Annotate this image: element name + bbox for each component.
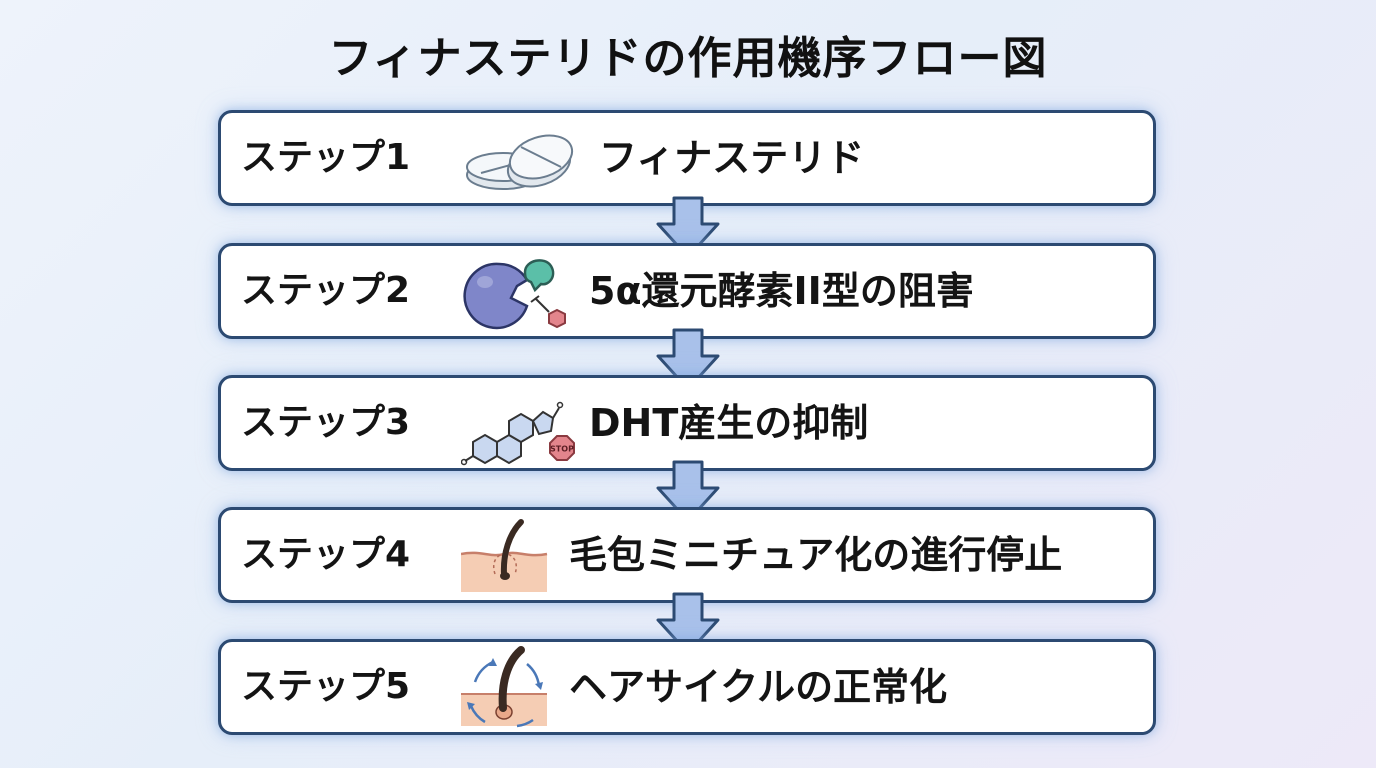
pill-icon xyxy=(466,134,574,190)
step-2-text: 5α還元酵素II型の阻害 xyxy=(589,269,974,313)
step-5-label: ステップ5 xyxy=(241,666,411,707)
step-2-box: ステップ2 5α還元酵素II型の阻害 xyxy=(218,243,1156,339)
step-1-text: フィナステリド xyxy=(599,136,865,180)
step-3-box: ステップ3 STOP DHT産生の抑制 xyxy=(218,375,1156,471)
step-4-label: ステップ4 xyxy=(241,534,411,575)
page-title: フィナステリドの作用機序フロー図 xyxy=(328,33,1048,84)
down-arrow-icon xyxy=(656,196,720,259)
step-3-label: ステップ3 xyxy=(241,402,411,443)
step-3-text: DHT産生の抑制 xyxy=(589,401,869,445)
step-1-box: ステップ1 フィナステリド xyxy=(218,110,1156,206)
step-1-label: ステップ1 xyxy=(241,137,411,178)
hair-follicle-icon xyxy=(461,519,548,592)
down-arrow-icon xyxy=(656,592,720,655)
step-4-text: 毛包ミニチュア化の進行停止 xyxy=(569,533,1063,577)
hair-cycle-icon xyxy=(461,646,547,728)
step-5-text: ヘアサイクルの正常化 xyxy=(569,665,948,709)
step-5-box: ステップ5 ヘアサイクルの正常化 xyxy=(218,639,1156,735)
step-2-label: ステップ2 xyxy=(241,270,411,311)
stop-sign-text: STOP xyxy=(550,445,574,454)
enzyme-inhibition-icon xyxy=(463,259,566,330)
down-arrow-icon xyxy=(656,328,720,391)
down-arrow-icon xyxy=(656,460,720,523)
step-4-box: ステップ4 毛包ミニチュア化の進行停止 xyxy=(218,507,1156,603)
steroid-stop-icon: STOP xyxy=(461,401,575,466)
